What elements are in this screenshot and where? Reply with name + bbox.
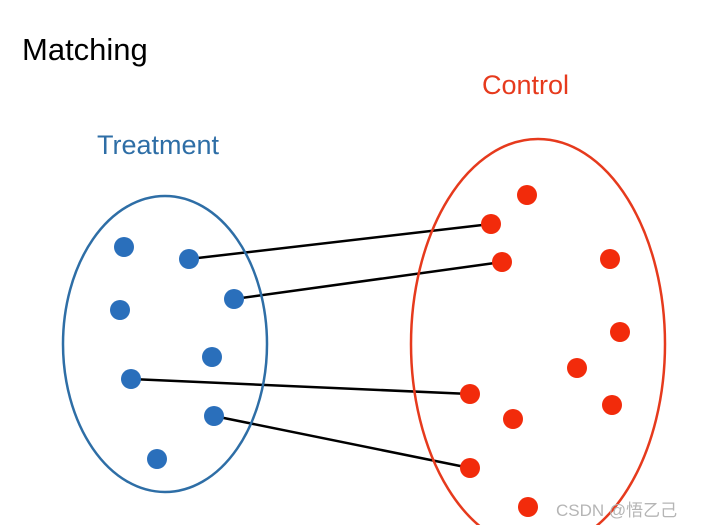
watermark: CSDN @悟乙己	[556, 501, 678, 520]
control-unit-7	[602, 395, 622, 415]
control-unit-11	[518, 497, 538, 517]
control-unit-2	[481, 214, 501, 234]
control-unit-5	[610, 322, 630, 342]
treatment-unit-8	[147, 449, 167, 469]
control-unit-1	[517, 185, 537, 205]
treatment-label: Treatment	[97, 130, 220, 160]
control-units	[460, 185, 630, 517]
control-group-ellipse	[409, 137, 667, 525]
treatment-unit-5	[121, 369, 141, 389]
match-link-4	[213, 414, 471, 470]
treatment-unit-4	[224, 289, 244, 309]
treatment-group-ellipse	[61, 194, 269, 494]
control-label: Control	[482, 70, 570, 100]
treatment-unit-2	[179, 249, 199, 269]
match-link-1	[188, 222, 492, 261]
control-unit-4	[600, 249, 620, 269]
control-unit-6	[567, 358, 587, 378]
control-unit-8	[460, 384, 480, 404]
treatment-unit-3	[110, 300, 130, 320]
control-unit-9	[503, 409, 523, 429]
treatment-unit-7	[204, 406, 224, 426]
diagram-title: Matching	[22, 32, 148, 67]
control-unit-10	[460, 458, 480, 478]
treatment-unit-6	[202, 347, 222, 367]
match-link-2	[233, 260, 503, 301]
treatment-units	[110, 237, 244, 469]
treatment-unit-1	[114, 237, 134, 257]
match-link-3	[130, 377, 471, 396]
control-unit-3	[492, 252, 512, 272]
